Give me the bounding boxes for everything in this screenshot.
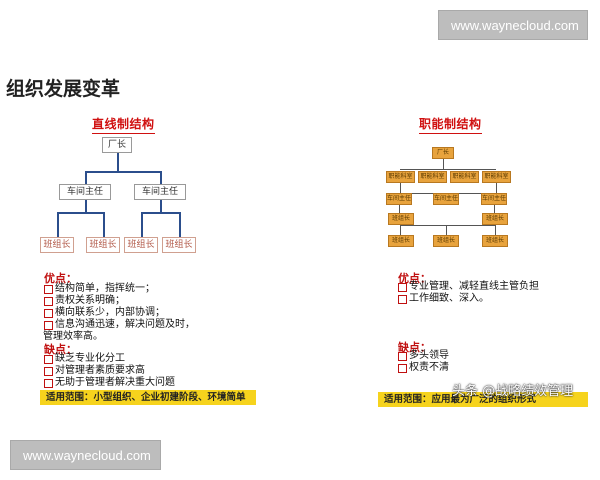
chart-node-team: 班组长 bbox=[482, 235, 508, 247]
chart-node-workshop: 车间主任 bbox=[386, 193, 412, 205]
chart-node-leaf: 班组长 bbox=[124, 237, 158, 253]
list-item: 信息沟通迅速，解决问题及时， bbox=[43, 319, 195, 331]
line-structure-title: 直线制结构 bbox=[92, 115, 155, 134]
chart-node-function: 职能科室 bbox=[482, 171, 511, 183]
list-item: 权责不清 bbox=[397, 362, 449, 374]
connector-line bbox=[446, 225, 447, 235]
connector-line bbox=[495, 225, 496, 235]
source-watermark: 头条 @战略绩效管理 bbox=[452, 384, 574, 399]
connector-line bbox=[400, 169, 496, 170]
cons-heading: 缺点： bbox=[44, 343, 77, 356]
chart-node-function: 职能科室 bbox=[450, 171, 479, 183]
pros-list: 结构简单，指挥统一； 责权关系明确； 横向联系少，内部协调； 信息沟通迅速，解决… bbox=[43, 283, 195, 343]
chart-node-team: 班组长 bbox=[482, 213, 508, 225]
chart-node-leaf: 班组长 bbox=[86, 237, 120, 253]
connector-line bbox=[496, 183, 497, 193]
chart-node-root: 厂长 bbox=[432, 147, 454, 159]
chart-node-workshop: 车间主任 bbox=[481, 193, 507, 205]
connector-line bbox=[103, 212, 105, 237]
chart-node-team: 班组长 bbox=[433, 235, 459, 247]
list-item: 对管理者素质要求高 bbox=[43, 365, 175, 377]
connector-line bbox=[85, 171, 87, 184]
cons-list: 多头领导 权责不清 bbox=[397, 350, 449, 374]
connector-line bbox=[400, 225, 496, 226]
connector-line bbox=[117, 153, 119, 171]
list-item: 结构简单，指挥统一； bbox=[43, 283, 195, 295]
connector-line bbox=[57, 212, 104, 214]
list-item: 责权关系明确； bbox=[43, 295, 195, 307]
page-title: 组织发展变革 bbox=[6, 78, 121, 100]
connector-line bbox=[179, 212, 181, 237]
scope-bar: 适用范围：应用最为广泛的组织形式 bbox=[378, 392, 588, 407]
list-item: 无助于管理者解决重大问题 bbox=[43, 377, 175, 389]
connector-line bbox=[160, 171, 162, 184]
list-item: 专业管理、减轻直线主管负担 bbox=[397, 281, 539, 293]
connector-line bbox=[141, 212, 180, 214]
list-item: 工作细致、深入。 bbox=[397, 293, 539, 305]
functional-structure-title: 职能制结构 bbox=[419, 115, 482, 134]
chart-node-leaf: 班组长 bbox=[40, 237, 74, 253]
connector-line bbox=[160, 200, 162, 212]
chart-node-function: 职能科室 bbox=[418, 171, 447, 183]
connector-line bbox=[494, 205, 495, 213]
list-item: 缺乏专业化分工 bbox=[43, 353, 175, 365]
cons-heading: 缺点： bbox=[398, 341, 431, 354]
watermark-bottom: www.waynecloud.com bbox=[10, 440, 161, 470]
connector-line bbox=[57, 212, 59, 237]
list-item-continuation: 管理效率高。 bbox=[43, 331, 103, 342]
connector-line bbox=[443, 159, 444, 169]
chart-node-function: 职能科室 bbox=[386, 171, 415, 183]
list-item: 多头领导 bbox=[397, 350, 449, 362]
pros-list: 专业管理、减轻直线主管负担 工作细致、深入。 bbox=[397, 281, 539, 305]
connector-line bbox=[400, 183, 401, 193]
pros-heading: 优点： bbox=[398, 272, 431, 285]
chart-node-team: 班组长 bbox=[388, 213, 414, 225]
watermark-top: www.waynecloud.com bbox=[438, 10, 588, 40]
chart-node-leaf: 班组长 bbox=[162, 237, 196, 253]
chart-node-workshop: 车间主任 bbox=[433, 193, 459, 205]
cons-list: 缺乏专业化分工 对管理者素质要求高 无助于管理者解决重大问题 bbox=[43, 353, 175, 389]
pros-heading: 优点： bbox=[44, 272, 77, 285]
connector-line bbox=[399, 205, 400, 213]
chart-node-mid: 车间主任 bbox=[59, 184, 111, 200]
chart-node-team: 班组长 bbox=[388, 235, 414, 247]
list-item: 横向联系少，内部协调； bbox=[43, 307, 195, 319]
connector-line bbox=[141, 212, 143, 237]
connector-line bbox=[400, 225, 401, 235]
chart-node-root: 厂长 bbox=[102, 137, 132, 153]
scope-bar: 适用范围：小型组织、企业初建阶段、环境简单 bbox=[40, 390, 256, 405]
connector-line bbox=[85, 200, 87, 212]
chart-node-mid: 车间主任 bbox=[134, 184, 186, 200]
connector-line bbox=[85, 171, 161, 173]
